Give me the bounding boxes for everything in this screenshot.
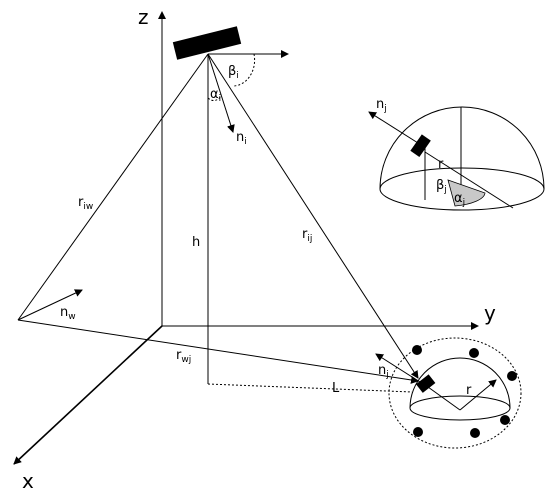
source-panel (172, 26, 242, 60)
h-label: h (192, 235, 200, 250)
normal-n-w-arrow (17, 289, 83, 321)
normal-n-j-arrow (375, 353, 421, 383)
receiver-dot (413, 427, 423, 437)
receiver-hemisphere-dome (409, 357, 511, 409)
inset-angle-wedge (447, 179, 486, 207)
n-w-label: nw (60, 305, 76, 322)
vector-r-iw (17, 53, 209, 321)
inset-n-j-label: nj (376, 97, 387, 114)
r-small-label: r (466, 383, 472, 398)
receiver-hemisphere-base (409, 395, 511, 421)
z-axis-label: z (138, 5, 149, 29)
n-j-label: nj (378, 363, 389, 380)
n-i-label: ni (236, 130, 247, 147)
vectors: riw h rij nw rwj L (17, 53, 419, 396)
inset-alpha-j-label: αj (454, 191, 465, 208)
x-axis (13, 325, 163, 465)
receiver-dot (469, 348, 479, 358)
y-axis-label: y (484, 301, 496, 325)
L-label: L (332, 381, 340, 396)
receiver-dotted-boundary (388, 337, 522, 449)
inset-hemisphere: nj r βj αj (368, 97, 545, 211)
coordinate-axes: z y x (13, 5, 496, 493)
receiver-dot (507, 371, 517, 381)
vector-r-ij (207, 53, 419, 379)
receiver-dot (470, 428, 480, 438)
receiver-panel (416, 374, 436, 393)
inset-panel (410, 134, 431, 158)
receiver-dot (412, 345, 422, 355)
source-panel-group: βi αi ni (172, 26, 289, 384)
inset-base (379, 167, 545, 211)
alpha-i-label: αi (210, 87, 221, 104)
beta-i-arc (233, 53, 256, 87)
vector-r-wj (17, 319, 419, 384)
radius-r-arrow (459, 379, 497, 411)
receiver-region: r nj (375, 337, 522, 449)
inset-dome (379, 106, 545, 190)
inset-r-label: r (438, 157, 444, 172)
distance-L-line (207, 383, 413, 393)
inset-normal-n-j-arrow (368, 111, 419, 144)
beta-i-label: βi (228, 64, 239, 81)
r-iw-label: riw (78, 195, 93, 212)
alpha-i-arc (207, 95, 222, 102)
r-wj-label: rwj (176, 348, 191, 365)
x-axis-label: x (22, 469, 34, 493)
receiver-to-center-line (427, 386, 461, 411)
receiver-dot (500, 415, 510, 425)
inset-beta-j-label: βj (436, 178, 447, 195)
inset-radius-line (424, 151, 514, 209)
r-ij-label: rij (302, 227, 312, 244)
normal-n-i-arrow (207, 53, 235, 133)
